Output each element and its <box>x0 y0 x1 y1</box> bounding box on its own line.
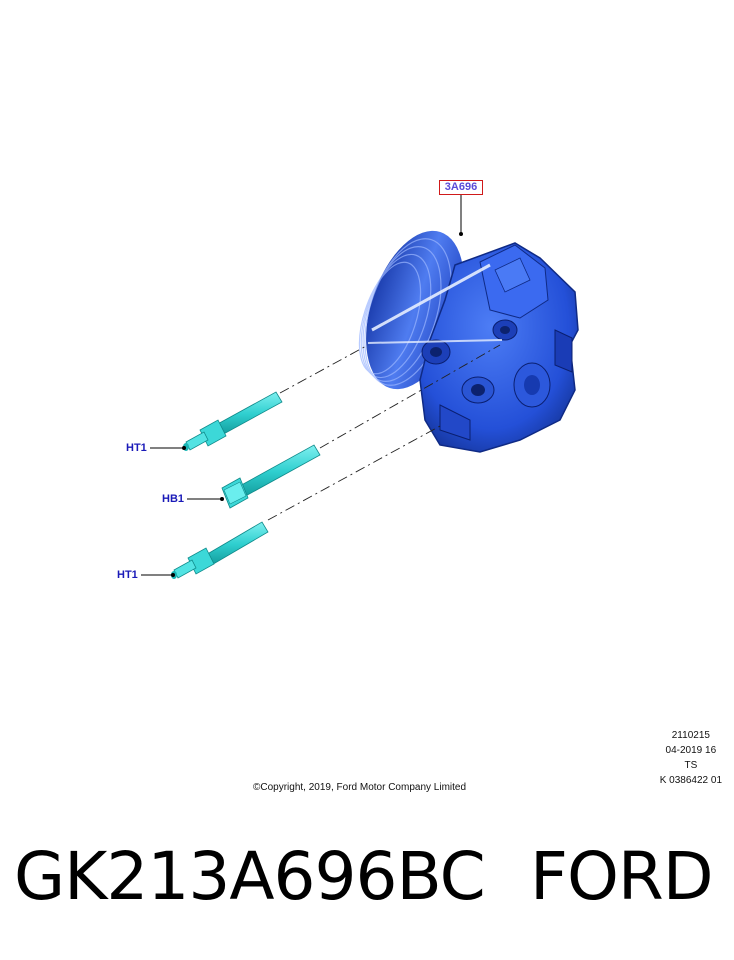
bolt-bottom <box>171 521 269 579</box>
meta-line-1: 2110215 <box>671 730 710 741</box>
bolt-bottom-leader-dot <box>171 573 175 577</box>
callout-main-part[interactable]: 3A696 <box>439 180 483 195</box>
bolt-top <box>183 391 283 451</box>
meta-line-2: 04-2019 16 <box>665 745 717 756</box>
drawing-metadata: 2110215 04-2019 16 TS K 0386422 01 <box>660 728 722 788</box>
bolt-middle-leader-dot <box>220 497 224 501</box>
brand-heading: FORD <box>530 838 714 915</box>
copyright-notice: ©Copyright, 2019, Ford Motor Company Lim… <box>253 782 467 793</box>
meta-line-4: K 0386422 01 <box>659 775 722 786</box>
meta-line-3: TS <box>684 760 698 771</box>
callout-bolt-bottom[interactable]: HT1 <box>117 569 138 581</box>
main-part-leader-dot <box>459 232 463 236</box>
power-steering-pump <box>358 230 579 453</box>
callout-bolt-middle[interactable]: HB1 <box>162 493 185 505</box>
bolt-top-leader-dot <box>182 446 186 450</box>
bolt-middle <box>221 444 321 509</box>
alignment-lines <box>267 344 501 521</box>
part-number-heading: GK213A696BC <box>14 838 486 915</box>
callout-bolt-top[interactable]: HT1 <box>126 442 147 454</box>
